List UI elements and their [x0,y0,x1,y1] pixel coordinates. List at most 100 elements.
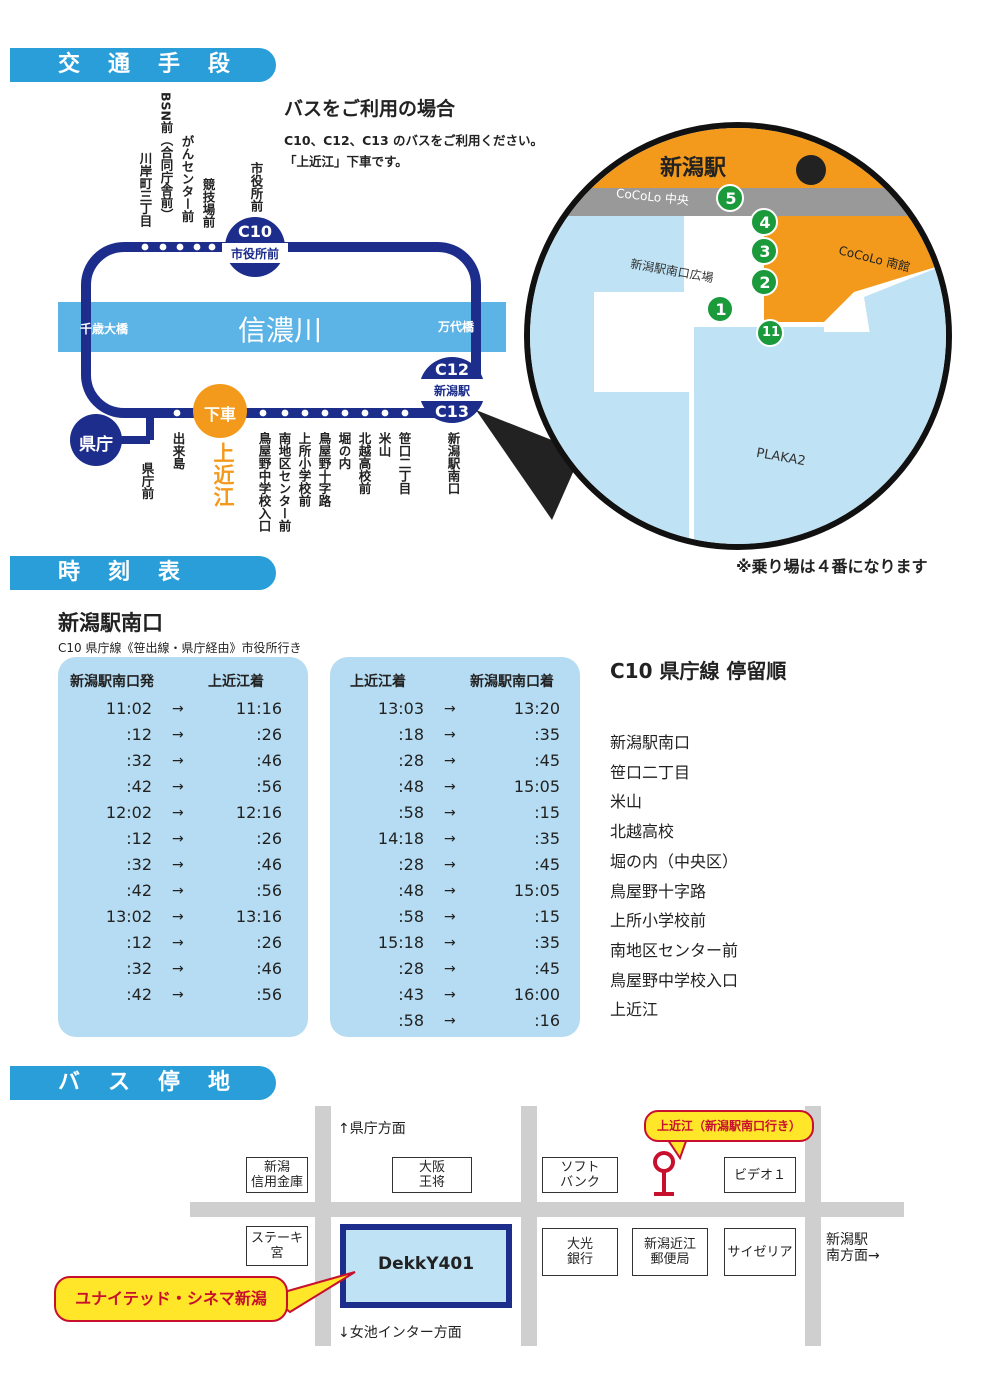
boarding-stop-2: 2 [759,273,771,292]
route-map [58,217,582,520]
boarding-stop-5: 5 [725,189,737,208]
boarding-stop-3: 3 [759,242,771,261]
timetable-route: C10 県庁線《笹出線・県庁経由》市役所行き [58,641,302,655]
arrival-time: 15:05 [513,777,560,796]
departure-time: 14:18 [377,829,424,848]
timetable-outbound [58,657,308,1037]
arrival-time: :35 [534,933,560,952]
departure-time: :43 [398,985,424,1004]
arrow-icon: → [172,935,184,951]
arrow-icon: → [172,753,184,769]
departure-time: :28 [398,959,424,978]
top-stop-name: 川岸町三丁目 [137,152,153,227]
timetable-row: :48→15:05 [330,878,570,904]
arrow-icon: → [172,727,184,743]
timetable-row: 13:03→13:20 [330,696,570,722]
departure-time: 11:02 [105,699,152,718]
departure-time: :32 [126,959,152,978]
stop-order-item: 上所小学校前 [610,911,707,931]
arrow-icon: → [444,753,456,769]
bridge-left-label: 千歳大橋 [80,322,129,336]
station-badge-label: 新潟駅 [433,384,470,398]
arrival-time: :46 [256,751,282,770]
timetable-row: 12:02 → 12:16 [58,800,298,826]
outbound-header-depart: 新潟駅南口発 [70,674,154,690]
bus-info-title: バスをご利用の場合 [284,98,456,120]
arrow-icon: → [444,701,456,717]
shop-softbank: ソフトバンク [542,1157,618,1193]
arrow-icon: → [444,831,456,847]
arrival-time: :45 [534,751,560,770]
bus-info-line2: 「上近江」下車です。 [284,154,408,169]
outbound-header-arrive: 上近江着 [208,674,264,690]
departure-time: :42 [126,777,152,796]
bottom-stop-name: 上所小学校前 [296,432,312,507]
departure-time: :12 [126,933,152,952]
timetable-row: :12→:26 [58,930,298,956]
bridge-right-label: 万代橋 [438,320,475,334]
departure-time: 13:02 [105,907,152,926]
arrow-icon: → [444,909,456,925]
departure-time: :58 [398,1011,424,1030]
station-map-title: 新潟駅 [660,156,727,181]
boarding-stop-1: 1 [715,300,727,319]
return-header-depart: 上近江着 [350,674,406,690]
bus-stop-label: 上近江（新潟駅南口行き） [644,1110,814,1142]
top-stop-name: BSN前（合同庁舎前） [158,92,174,221]
river-label: 信濃川 [237,314,322,347]
c10-badge: C10 [237,222,272,241]
departure-time: :48 [398,881,424,900]
top-stop-name: 市役所前 [248,162,264,212]
stop-order-item: 南地区センター前 [610,940,739,960]
stop-order-item: 北越高校 [610,822,675,842]
bottom-stop-name: 県庁前 [139,462,155,500]
timetable-row: :12→:26 [58,826,298,852]
departure-time: :32 [126,855,152,874]
departure-time: 12:02 [105,803,152,822]
departure-time: :12 [126,725,152,744]
stop-order-item: 上近江 [610,1000,659,1020]
departure-time: :28 [398,855,424,874]
stop-order-item: 鳥屋野十字路 [610,881,707,901]
section-header-busmap: バス停地図 [10,1066,276,1129]
arrival-time: 13:16 [235,907,282,926]
bottom-stop-name: 南地区センター前 [276,432,292,532]
bottom-stop-dots [173,409,409,417]
boarding-note: ※乗り場は４番になります [736,557,928,576]
arrow-icon: → [172,909,184,925]
departure-time: 15:18 [377,933,424,952]
timetable-row: :58→:15 [330,800,570,826]
kencho-badge: 県庁 [79,435,113,455]
shop-video: ビデオ１ [724,1157,796,1193]
arrival-time: :45 [534,855,560,874]
return-header-arrive: 新潟駅南口着 [470,674,554,690]
timetable-row: :42→:56 [58,982,298,1008]
arrow-icon: → [444,1013,456,1029]
stop-order-item: 堀の内（中央区） [610,851,739,871]
arrow-icon: → [444,961,456,977]
departure-time: :42 [126,985,152,1004]
top-stop-name: がんセンター前 [179,135,195,223]
arrow-icon: → [444,883,456,899]
arrival-time: :56 [256,777,282,796]
bottom-stop-name: 新潟駅南口 [445,432,461,495]
arrow-icon: → [172,701,184,717]
river-band [58,302,506,352]
shop-saizeriya: サイゼリア [724,1228,796,1276]
arrival-time: :16 [534,1011,560,1030]
timetable-row: :32→:46 [58,748,298,774]
timetable-row: :43→16:00 [330,982,570,1008]
kamioumi-label: 上近江 [211,442,235,508]
arrival-time: :56 [256,881,282,900]
arrow-icon: → [172,805,184,821]
arrival-time: :15 [534,907,560,926]
arrival-time: 12:16 [235,803,282,822]
bottom-stop-name: 出来島 [170,432,186,470]
timetable-row: 15:18→:35 [330,930,570,956]
timetable-row: :28→:45 [330,956,570,982]
departure-time: 13:03 [377,699,424,718]
arrow-icon: → [172,961,184,977]
bottom-stop-name: 鳥屋野十字路 [316,432,332,507]
arrival-time: :15 [534,803,560,822]
direction-onnaike: ↓女池インター方面 [338,1325,462,1341]
